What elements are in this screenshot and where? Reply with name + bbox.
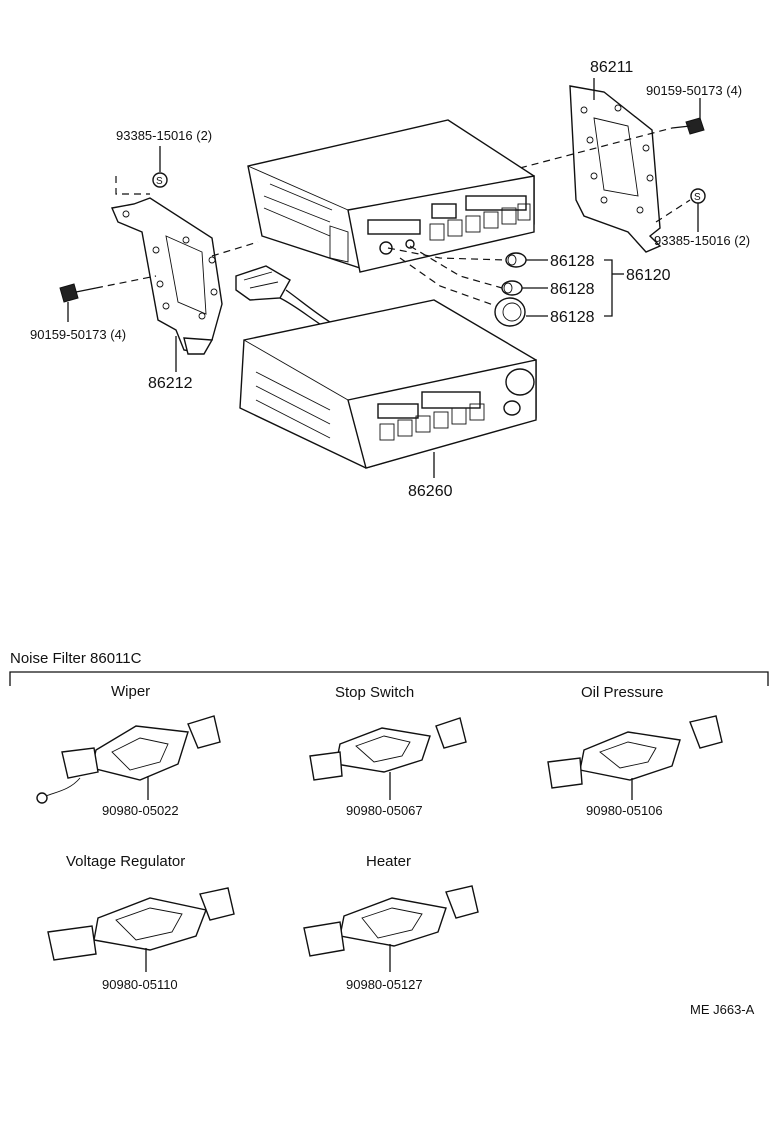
noise-filter-stop-switch-icon (309, 717, 467, 781)
label-screw-right: 90159-50173 (4) (646, 83, 742, 98)
knob-large-icon (494, 297, 526, 327)
bracket-86211 (569, 78, 662, 253)
caption-wiper: Wiper (111, 683, 150, 700)
noise-filter-oil-pressure-icon (547, 715, 723, 789)
noise-filter-wiper-icon (36, 715, 221, 804)
noise-filter-voltage-regulator-icon (47, 887, 235, 961)
reference-code: ME J663-A (690, 1002, 755, 1017)
bracket-86212 (111, 197, 223, 355)
part-no-wiper: 90980-05022 (102, 803, 179, 818)
noise-filter-heater-icon (303, 885, 479, 957)
noise-filter-bracket (9, 671, 769, 686)
clip-right-icon: S (690, 188, 706, 204)
caption-voltage-regulator: Voltage Regulator (66, 853, 185, 870)
screw-left-icon (59, 283, 97, 303)
label-clip-top-left: 93385-15016 (2) (116, 128, 212, 143)
caption-stop-switch: Stop Switch (335, 684, 414, 701)
knob-small-2-icon (501, 280, 523, 296)
part-no-stop-switch: 90980-05067 (346, 803, 423, 818)
clip-top-left-symbol: S (156, 176, 163, 187)
label-86120: 86120 (626, 267, 671, 284)
label-86260: 86260 (408, 483, 453, 500)
part-no-voltage-regulator: 90980-05110 (102, 977, 178, 992)
part-no-heater: 90980-05127 (346, 977, 423, 992)
label-86212: 86212 (148, 375, 193, 392)
label-screw-left: 90159-50173 (4) (30, 327, 126, 342)
label-clip-right: 93385-15016 (2) (654, 233, 750, 248)
part-no-oil-pressure: 90980-05106 (586, 803, 663, 818)
connector-plug-icon (235, 265, 291, 301)
radio-unit-86260 (239, 299, 537, 469)
clip-right-symbol: S (694, 192, 701, 203)
knob-small-1-icon (505, 252, 527, 268)
screw-right-icon (671, 117, 705, 135)
label-knob-86128-b: 86128 (550, 281, 595, 298)
radio-chassis-upper (247, 119, 535, 273)
label-knob-86128-a: 86128 (550, 253, 595, 270)
caption-oil-pressure: Oil Pressure (581, 684, 664, 701)
caption-heater: Heater (366, 853, 411, 870)
label-knob-86128-c: 86128 (550, 309, 595, 326)
noise-filter-title: Noise Filter 86011C (10, 650, 142, 667)
label-86211: 86211 (590, 59, 633, 76)
clip-top-left-icon: S (152, 172, 168, 188)
